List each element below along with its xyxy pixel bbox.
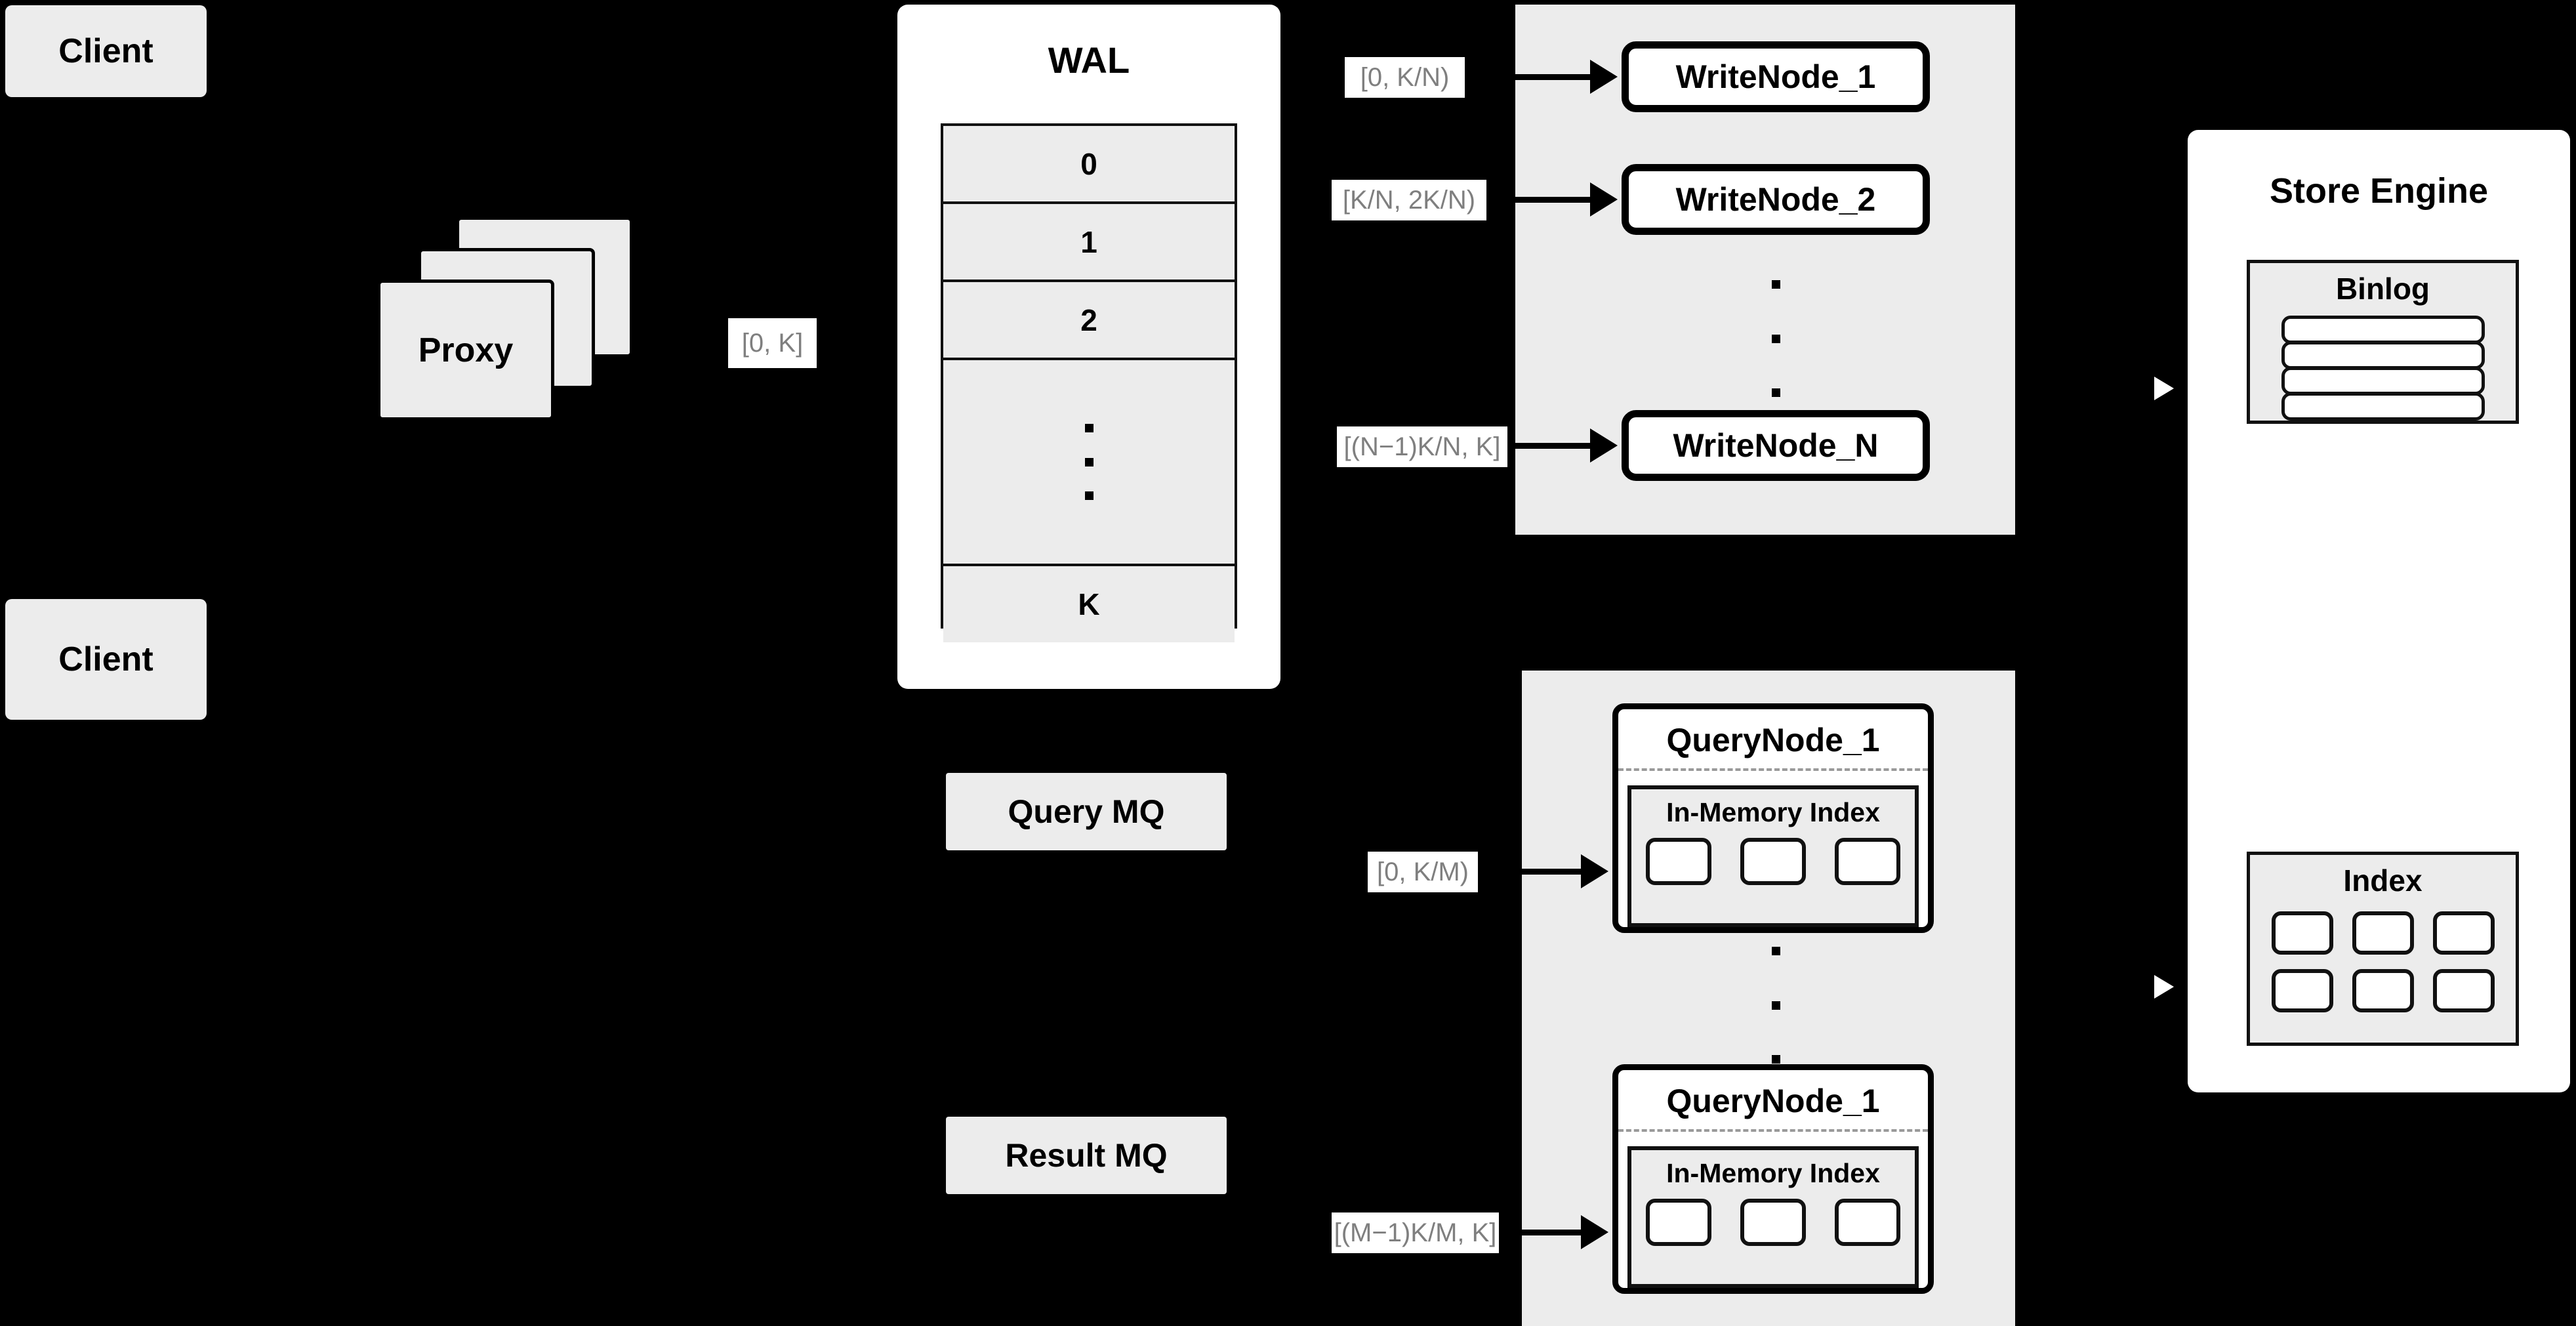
write-node-box-2[interactable]: WriteNode_2 — [1622, 164, 1930, 235]
write-node-label-2: WriteNode_2 — [1675, 181, 1876, 218]
arrow-line-write-node-1 — [1468, 74, 1593, 80]
query-node-divider-1 — [1618, 768, 1928, 771]
write-node-box-n[interactable]: WriteNode_N — [1622, 410, 1930, 481]
arrow-head-write-node-1 — [1590, 60, 1618, 94]
index-segment[interactable] — [1646, 838, 1711, 885]
edge-label-write-node-2-text: [K/N, 2K/N) — [1342, 185, 1476, 215]
wal-row-label: 1 — [1080, 224, 1097, 259]
wal-vertical-dots-icon — [1084, 424, 1094, 500]
wal-panel: WAL 0 1 2 K — [897, 5, 1280, 689]
index-segment[interactable] — [1740, 838, 1806, 885]
wal-row-label: 2 — [1080, 302, 1097, 337]
edge-label-proxy-to-wal: [0, K] — [728, 318, 817, 368]
in-memory-index-segments-1 — [1631, 838, 1915, 885]
arrow-line-to-binlog — [2119, 386, 2158, 390]
query-mq-label: Query MQ — [1008, 793, 1165, 830]
client-label-1: Client — [58, 32, 153, 70]
query-node-divider-2 — [1618, 1129, 1928, 1132]
edge-label-write-node-2: [K/N, 2K/N) — [1332, 180, 1486, 220]
binlog-row[interactable] — [2281, 392, 2485, 421]
proxy-stack[interactable]: Proxy — [377, 217, 676, 433]
arrow-line-write-node-2 — [1488, 197, 1593, 203]
arrow-head-query-node-1 — [1581, 854, 1608, 888]
wal-row[interactable]: 2 — [943, 282, 1235, 360]
wal-row-ellipsis — [943, 360, 1235, 566]
index-cell[interactable] — [2271, 911, 2333, 955]
edge-label-write-node-n-text: [(N−1)K/N, K] — [1343, 432, 1501, 461]
index-label: Index — [2343, 863, 2423, 898]
index-cell[interactable] — [2432, 969, 2495, 1012]
arrow-head-query-node-m — [1581, 1215, 1608, 1249]
proxy-label: Proxy — [418, 331, 514, 369]
query-node-box-2[interactable]: QueryNode_1 In-Memory Index — [1612, 1064, 1934, 1294]
wal-row[interactable]: 0 — [943, 126, 1235, 204]
client-box-2[interactable]: Client — [5, 599, 207, 720]
wal-row[interactable]: K — [943, 566, 1235, 642]
client-label-2: Client — [58, 640, 153, 678]
client-box-1[interactable]: Client — [5, 5, 207, 97]
index-box[interactable]: Index — [2247, 852, 2519, 1046]
binlog-row[interactable] — [2281, 316, 2485, 344]
arrow-head-write-node-n — [1590, 428, 1618, 463]
binlog-row-list — [2281, 316, 2485, 421]
arrow-head-open-to-index — [2154, 970, 2184, 1004]
index-segment[interactable] — [1835, 838, 1900, 885]
result-mq-label: Result MQ — [1005, 1137, 1168, 1174]
binlog-row[interactable] — [2281, 341, 2485, 369]
in-memory-index-box-1[interactable]: In-Memory Index — [1627, 785, 1919, 927]
query-node-label-2: QueryNode_1 — [1666, 1083, 1880, 1119]
proxy-wal-connector — [640, 340, 669, 345]
arrow-line-query-node-1 — [1480, 869, 1584, 875]
write-node-label-n: WriteNode_N — [1673, 427, 1879, 464]
query-node-box-1[interactable]: QueryNode_1 In-Memory Index — [1612, 703, 1934, 933]
edge-label-write-node-1-text: [0, K/N) — [1360, 62, 1450, 92]
index-segment[interactable] — [1740, 1199, 1806, 1246]
edge-label-query-node-1-text: [0, K/M) — [1376, 857, 1469, 886]
arrow-line-query-node-m — [1501, 1230, 1584, 1235]
index-cell[interactable] — [2432, 911, 2495, 955]
wal-row-label: K — [1078, 587, 1100, 621]
binlog-box[interactable]: Binlog — [2247, 260, 2519, 424]
arrow-head-open-to-binlog — [2154, 371, 2184, 405]
result-mq-box[interactable]: Result MQ — [946, 1117, 1227, 1194]
index-segment[interactable] — [1835, 1199, 1900, 1246]
edge-label-query-node-m-text: [(M−1)K/M, K] — [1334, 1218, 1497, 1247]
index-cell[interactable] — [2271, 969, 2333, 1012]
wal-title: WAL — [1048, 39, 1130, 81]
proxy-box[interactable]: Proxy — [377, 280, 554, 421]
edge-label-write-node-n: [(N−1)K/N, K] — [1337, 426, 1507, 467]
edge-label-query-node-m: [(M−1)K/M, K] — [1332, 1212, 1499, 1253]
index-cell[interactable] — [2352, 969, 2414, 1012]
wal-row[interactable]: 1 — [943, 204, 1235, 282]
query-cluster-vertical-dots-icon — [1771, 947, 1780, 1064]
binlog-label: Binlog — [2335, 272, 2430, 306]
arrow-line-write-node-n — [1509, 443, 1593, 449]
query-mq-box[interactable]: Query MQ — [946, 773, 1227, 850]
write-node-box-1[interactable]: WriteNode_1 — [1622, 41, 1930, 112]
index-segment[interactable] — [1646, 1199, 1711, 1246]
write-node-label-1: WriteNode_1 — [1675, 58, 1876, 95]
store-engine-title: Store Engine — [2269, 171, 2489, 211]
binlog-row[interactable] — [2281, 367, 2485, 395]
edge-label-write-node-1: [0, K/N) — [1345, 57, 1465, 98]
wal-row-label: 0 — [1080, 146, 1097, 181]
store-engine-panel: Store Engine Binlog Index — [2188, 130, 2570, 1092]
index-cell-grid — [2271, 911, 2495, 1012]
edge-label-proxy-to-wal-text: [0, K] — [741, 328, 804, 358]
arrow-line-to-index — [2119, 951, 2158, 955]
edge-label-query-node-1: [0, K/M) — [1368, 852, 1478, 892]
wal-row-list: 0 1 2 K — [941, 123, 1237, 642]
in-memory-index-box-2[interactable]: In-Memory Index — [1627, 1146, 1919, 1288]
in-memory-index-label-2: In-Memory Index — [1666, 1158, 1880, 1188]
query-node-label-1: QueryNode_1 — [1666, 722, 1880, 758]
in-memory-index-segments-2 — [1631, 1199, 1915, 1246]
arrow-head-write-node-2 — [1590, 182, 1618, 217]
index-cell[interactable] — [2352, 911, 2414, 955]
write-cluster-vertical-dots-icon — [1771, 280, 1780, 397]
in-memory-index-label-1: In-Memory Index — [1666, 797, 1880, 827]
